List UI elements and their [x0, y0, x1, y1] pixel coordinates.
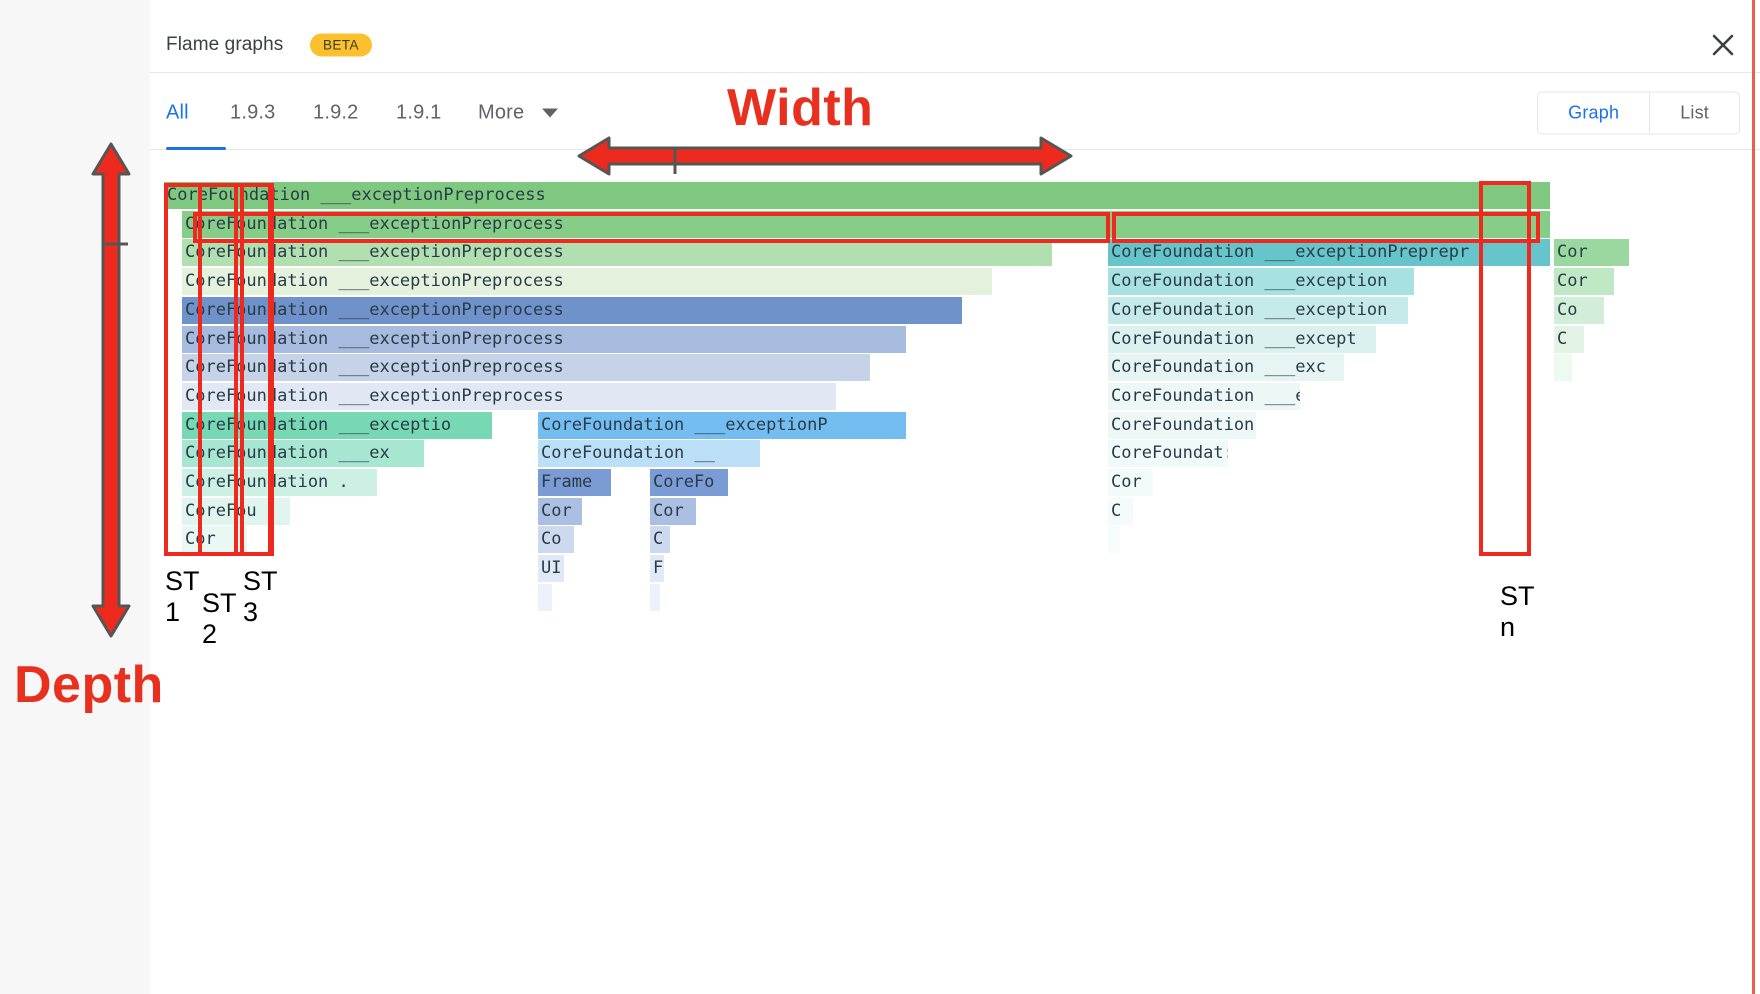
flame-frame[interactable]: F [650, 555, 664, 583]
flame-frame[interactable]: CoreFoundation ___exceptio [182, 411, 492, 439]
chevron-down-icon[interactable] [542, 108, 558, 118]
view-mode-graph[interactable]: Graph [1568, 102, 1620, 123]
flame-frame[interactable]: CoreFoundation ___except [1108, 325, 1376, 353]
flame-frame[interactable]: C [1554, 325, 1584, 353]
flame-frame[interactable]: CoreFoundation ___exceptionPreprocess [182, 382, 836, 410]
flame-frame[interactable] [538, 583, 552, 611]
flame-frame[interactable]: CoreFoundation _ [1108, 411, 1256, 439]
flame-frame[interactable]: CoreFoundation . [182, 469, 377, 496]
active-tab-indicator [166, 147, 226, 150]
flame-frame[interactable]: C [1108, 497, 1133, 525]
depth-arrow-icon [91, 142, 131, 638]
flame-frame[interactable]: CoreFoundation ___exception [1108, 268, 1414, 296]
flame-frame[interactable]: CoreFoundation ___exception [1108, 296, 1408, 324]
flame-frame[interactable]: Co [538, 526, 574, 554]
flame-frame[interactable]: CoreFou [182, 497, 290, 525]
close-icon[interactable] [1708, 30, 1738, 60]
view-mode-toggle: Graph List [1537, 91, 1740, 135]
flame-frame[interactable]: Cor [1108, 469, 1153, 496]
flame-frame[interactable]: C [650, 526, 670, 554]
flame-frame[interactable] [1108, 526, 1120, 554]
status-badge: BETA [310, 33, 372, 57]
tab-more[interactable]: More [478, 101, 525, 124]
view-mode-list[interactable]: List [1649, 92, 1739, 134]
flame-frame[interactable]: UI [538, 555, 564, 583]
flame-frame[interactable]: Co [1554, 296, 1604, 324]
flame-frame[interactable] [650, 583, 660, 611]
flame-frame[interactable]: CoreFoundation __ [538, 440, 760, 468]
flame-frame[interactable]: CoreFoundation ___ex [182, 440, 424, 468]
page-title: Flame graphs [166, 34, 284, 55]
flame-frame[interactable]: CoreFoundation ___exceptionPreprocess [182, 239, 1052, 267]
flame-frame[interactable]: CoreFoundation ___e [1108, 382, 1300, 410]
flame-frame[interactable]: CoreFoundation ___exceptionPreprocess [182, 354, 870, 382]
flame-frame[interactable]: Cor [1554, 268, 1614, 296]
flame-graph-panel: Flame graphs BETA All 1.9.3 1.9.2 1.9.1 … [150, 0, 1760, 994]
tabs-row: All 1.9.3 1.9.2 1.9.1 More Graph List [150, 73, 1760, 150]
tab-1-9-2[interactable]: 1.9.2 [313, 101, 359, 124]
flame-frame[interactable]: Cor [538, 497, 582, 525]
depth-annotation-label: Depth [14, 656, 164, 714]
flame-frame[interactable]: CoreFoundation ___exceptionPreprocess [182, 268, 992, 296]
flame-frame[interactable]: CoreFo [650, 469, 728, 496]
flame-frame[interactable]: CoreFoundation ___exceptionPreprocess [164, 182, 1550, 209]
flame-frame[interactable]: Cor [1554, 239, 1629, 267]
flame-frame[interactable]: Frame [538, 469, 611, 496]
tab-1-9-3[interactable]: 1.9.3 [230, 101, 276, 124]
flame-frame[interactable]: CoreFoundation ___exceptionPreprocess [182, 210, 1550, 238]
flame-frame[interactable]: CoreFoundation ___exceptionPreprocess [182, 296, 962, 324]
panel-header: Flame graphs BETA [150, 0, 1760, 73]
tab-all[interactable]: All [166, 101, 189, 124]
flame-frame[interactable]: CoreFoundation ___exceptionPreprepr [1108, 239, 1550, 267]
tab-1-9-1[interactable]: 1.9.1 [396, 101, 442, 124]
flame-frame[interactable] [1554, 354, 1572, 382]
flame-frame[interactable]: CoreFoundation ___exceptionP [538, 411, 906, 439]
flame-frame[interactable]: Cor [182, 526, 247, 554]
flame-frame[interactable]: Cor [650, 497, 696, 525]
flame-frame[interactable]: CoreFoundation ___exceptionPreprocess [182, 325, 906, 353]
flame-frame[interactable]: CoreFoundation ___exc [1108, 354, 1344, 382]
flame-frame[interactable]: CoreFoundat: [1108, 440, 1228, 468]
